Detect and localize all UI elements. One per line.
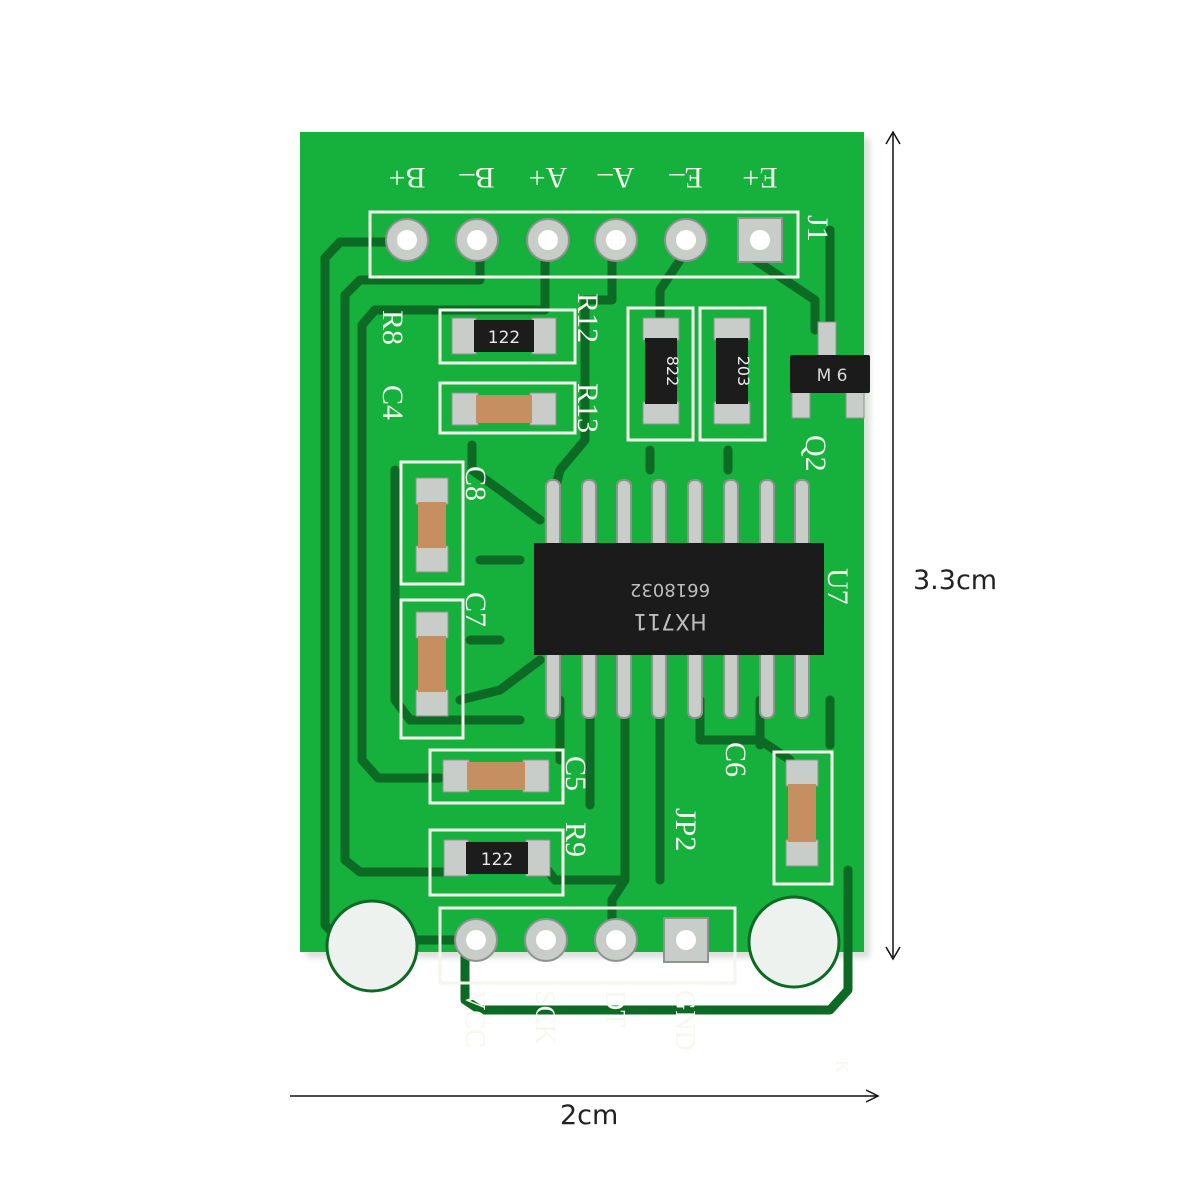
capacitor-c6 — [785, 759, 819, 867]
q2-marking: M 6 — [817, 366, 848, 386]
pin-label-a-minus: A– — [597, 161, 635, 194]
pin-label-a-plus: A+ — [529, 161, 568, 194]
ref-c8: C8 — [459, 466, 492, 501]
r8-marking: 122 — [488, 328, 520, 348]
pin-label-dt: DT — [599, 990, 630, 1027]
pin-label-gnd: GND — [669, 990, 700, 1051]
ref-q2: Q2 — [799, 435, 832, 472]
ref-r8: R8 — [376, 310, 409, 345]
ref-r12: R12 — [571, 293, 604, 343]
header-jp2-pads — [454, 917, 709, 963]
ic-hx711: HX711 6618032 — [534, 543, 824, 655]
pin-label-b-plus: B+ — [389, 161, 426, 194]
capacitor-c5 — [442, 759, 550, 793]
header-j1-pads — [385, 217, 783, 263]
r12-marking: 822 — [663, 356, 682, 387]
pin-label-b-minus: B– — [458, 161, 494, 194]
resistor-r8: 122 — [451, 317, 557, 355]
jp2-pin-labels: VCC SCK DT GND — [459, 990, 700, 1051]
dimension-height-arrow — [885, 130, 901, 961]
dimension-width-arrow — [290, 1089, 880, 1103]
ref-c4: C4 — [376, 385, 409, 420]
pin-label-e-minus: E– — [668, 161, 702, 194]
silkscreen-outlines — [368, 210, 834, 985]
height-dimension-label: 3.3cm — [913, 565, 998, 596]
ref-j1: J1 — [801, 215, 834, 242]
r9-marking: 122 — [481, 850, 513, 870]
capacitor-c8 — [415, 477, 449, 573]
ref-r9: R9 — [559, 822, 592, 857]
capacitor-c4 — [451, 392, 557, 426]
ref-jp2: JP2 — [669, 808, 702, 851]
width-dimension-label: 2cm — [560, 1100, 619, 1131]
ref-r13: R13 — [571, 383, 604, 433]
j1-pin-labels: B+ B– A+ A– E– E+ — [389, 161, 778, 194]
pin-label-vcc: VCC — [459, 990, 490, 1048]
capacitor-c7 — [415, 611, 449, 717]
ic-pins — [545, 479, 810, 719]
resistor-r12: 822 — [642, 317, 682, 425]
reference-designators: J1 R8 C4 R12 R13 Q2 C8 C7 U7 C6 C5 R9 JP… — [376, 215, 854, 1073]
ic-date-code: 6618032 — [630, 579, 710, 600]
ic-part-number: HX711 — [633, 608, 707, 633]
ref-c7: C7 — [459, 592, 492, 627]
transistor-q2: M 6 — [790, 321, 870, 419]
corner-mark: K — [832, 1060, 852, 1073]
r13-marking: 203 — [734, 356, 753, 387]
ref-c6: C6 — [719, 742, 752, 777]
pin-label-e-plus: E+ — [742, 161, 777, 194]
pin-label-sck: SCK — [529, 990, 560, 1044]
mounting-holes — [325, 895, 841, 993]
ref-u7: U7 — [821, 568, 854, 605]
resistor-r9: 122 — [443, 839, 551, 877]
resistor-r13: 203 — [713, 317, 753, 425]
ref-c5: C5 — [559, 756, 592, 791]
